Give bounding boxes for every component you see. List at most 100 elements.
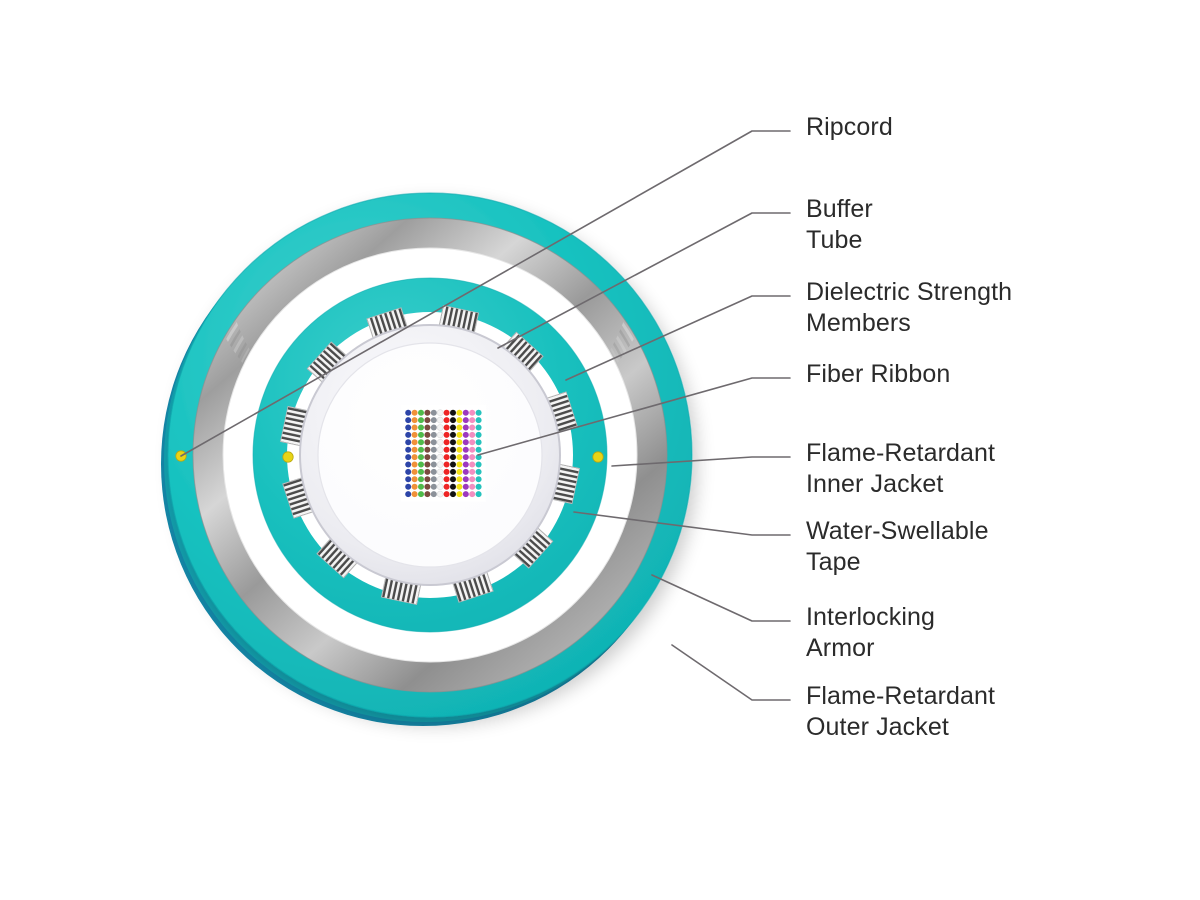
fiber-dot-white bbox=[436, 475, 444, 483]
fiber-dot-white bbox=[436, 468, 444, 476]
fiber-dot-orange bbox=[411, 409, 418, 416]
fiber-dot-rose bbox=[469, 483, 476, 490]
fiber-dot-aqua bbox=[475, 468, 482, 475]
fiber-dot-white bbox=[436, 453, 444, 461]
fiber-dot-rose bbox=[469, 409, 476, 416]
fiber-dot-orange bbox=[411, 454, 418, 461]
fiber-dot-yellow bbox=[456, 424, 463, 431]
fiber-dot-slate bbox=[430, 491, 437, 498]
fiber-dot-yellow bbox=[456, 468, 463, 475]
fiber-dot-brown bbox=[424, 476, 431, 483]
fiber-dot-blue bbox=[405, 454, 412, 461]
fiber-dot-aqua bbox=[475, 424, 482, 431]
fiber-dot-rose bbox=[469, 461, 476, 468]
fiber-dot-brown bbox=[424, 446, 431, 453]
fiber-dot-slate bbox=[430, 483, 437, 490]
fiber-dot-red bbox=[443, 461, 450, 468]
fiber-dot-white bbox=[436, 483, 444, 491]
fiber-dot-orange bbox=[411, 461, 418, 468]
fiber-dot-white bbox=[436, 424, 444, 431]
fiber-dot-orange bbox=[411, 431, 418, 438]
fiber-dot-black bbox=[450, 417, 456, 424]
fiber-dot-green bbox=[418, 476, 424, 483]
fiber-dot-green bbox=[418, 446, 424, 453]
fiber-dot-rose bbox=[469, 446, 476, 453]
fiber-dot-black bbox=[450, 439, 456, 446]
fiber-dot-violet bbox=[462, 491, 469, 498]
fiber-dot-brown bbox=[424, 483, 431, 490]
fiber-dot-blue bbox=[405, 483, 412, 490]
fiber-dot-aqua bbox=[475, 476, 482, 483]
ripcord-inner-marker bbox=[592, 451, 604, 463]
fiber-dot-brown bbox=[424, 461, 431, 468]
fiber-dot-violet bbox=[462, 417, 469, 424]
fiber-dot-violet bbox=[462, 424, 469, 431]
leader-line-ripcord bbox=[180, 130, 791, 457]
callout-label-flame-retardant-outer-jacket: Flame-Retardant Outer Jacket bbox=[806, 682, 996, 741]
fiber-dot-red bbox=[443, 446, 450, 453]
leader-line-fiber-ribbon bbox=[477, 377, 791, 456]
fiber-dot-brown bbox=[424, 468, 431, 475]
callout-label-fiber-ribbon: Fiber Ribbon bbox=[806, 360, 951, 388]
fiber-dot-slate bbox=[430, 409, 437, 416]
fiber-dot-slate bbox=[430, 468, 437, 475]
leader-line-dielectric-strength-members bbox=[565, 295, 791, 381]
fiber-dot-black bbox=[450, 476, 456, 483]
fiber-dot-white bbox=[436, 409, 444, 417]
fiber-dot-black bbox=[450, 431, 456, 438]
fiber-dot-yellow bbox=[456, 409, 463, 416]
fiber-dot-violet bbox=[462, 439, 469, 446]
fiber-dot-black bbox=[450, 491, 456, 498]
fiber-dot-red bbox=[443, 424, 450, 431]
ripcord-mid-marker bbox=[282, 451, 294, 463]
fiber-dot-blue bbox=[405, 461, 412, 468]
fiber-dot-black bbox=[450, 468, 456, 475]
fiber-dot-rose bbox=[469, 491, 476, 498]
fiber-dot-white bbox=[436, 438, 444, 446]
fiber-dot-slate bbox=[430, 476, 437, 483]
fiber-dot-aqua bbox=[475, 483, 482, 490]
fiber-dot-white bbox=[436, 490, 444, 498]
fiber-dot-orange bbox=[411, 468, 418, 475]
fiber-dot-blue bbox=[405, 476, 412, 483]
callout-label-interlocking-armor: Interlocking Armor bbox=[806, 603, 936, 662]
fiber-dot-yellow bbox=[456, 461, 463, 468]
fiber-dot-orange bbox=[411, 424, 418, 431]
fiber-dot-white bbox=[436, 416, 444, 424]
callout-leader-lines bbox=[180, 130, 791, 701]
fiber-dot-red bbox=[443, 431, 450, 438]
fiber-dot-rose bbox=[469, 424, 476, 431]
fiber-dot-green bbox=[418, 439, 424, 446]
fiber-dot-yellow bbox=[456, 483, 463, 490]
fiber-dot-violet bbox=[462, 476, 469, 483]
leader-line-flame-retardant-inner-jacket bbox=[611, 456, 791, 467]
fiber-dot-green bbox=[418, 417, 424, 424]
leader-line-flame-retardant-outer-jacket bbox=[671, 644, 791, 701]
fiber-dot-red bbox=[443, 409, 450, 416]
fiber-dot-rose bbox=[469, 454, 476, 461]
fiber-dot-orange bbox=[411, 476, 418, 483]
leader-line-water-swellable-tape bbox=[573, 511, 791, 536]
fiber-dot-orange bbox=[411, 483, 418, 490]
fiber-dot-green bbox=[418, 431, 424, 438]
fiber-dot-violet bbox=[462, 468, 469, 475]
fiber-dot-red bbox=[443, 417, 450, 424]
fiber-dot-brown bbox=[424, 491, 431, 498]
callout-label-water-swellable-tape: Water-Swellable Tape bbox=[806, 517, 989, 576]
fiber-dot-violet bbox=[462, 461, 469, 468]
fiber-dot-green bbox=[418, 424, 424, 431]
fiber-dot-green bbox=[418, 491, 424, 498]
fiber-dot-yellow bbox=[456, 454, 463, 461]
fiber-dot-aqua bbox=[475, 439, 482, 446]
fiber-dot-blue bbox=[405, 439, 412, 446]
fiber-dot-black bbox=[450, 424, 456, 431]
fiber-dot-slate bbox=[430, 431, 437, 438]
leader-line-buffer-tube bbox=[497, 212, 791, 349]
fiber-dot-red bbox=[443, 468, 450, 475]
fiber-ribbon bbox=[401, 405, 486, 502]
fiber-dot-green bbox=[418, 461, 424, 468]
fiber-dot-rose bbox=[469, 431, 476, 438]
fiber-dot-slate bbox=[430, 446, 437, 453]
fiber-dot-green bbox=[418, 468, 424, 475]
